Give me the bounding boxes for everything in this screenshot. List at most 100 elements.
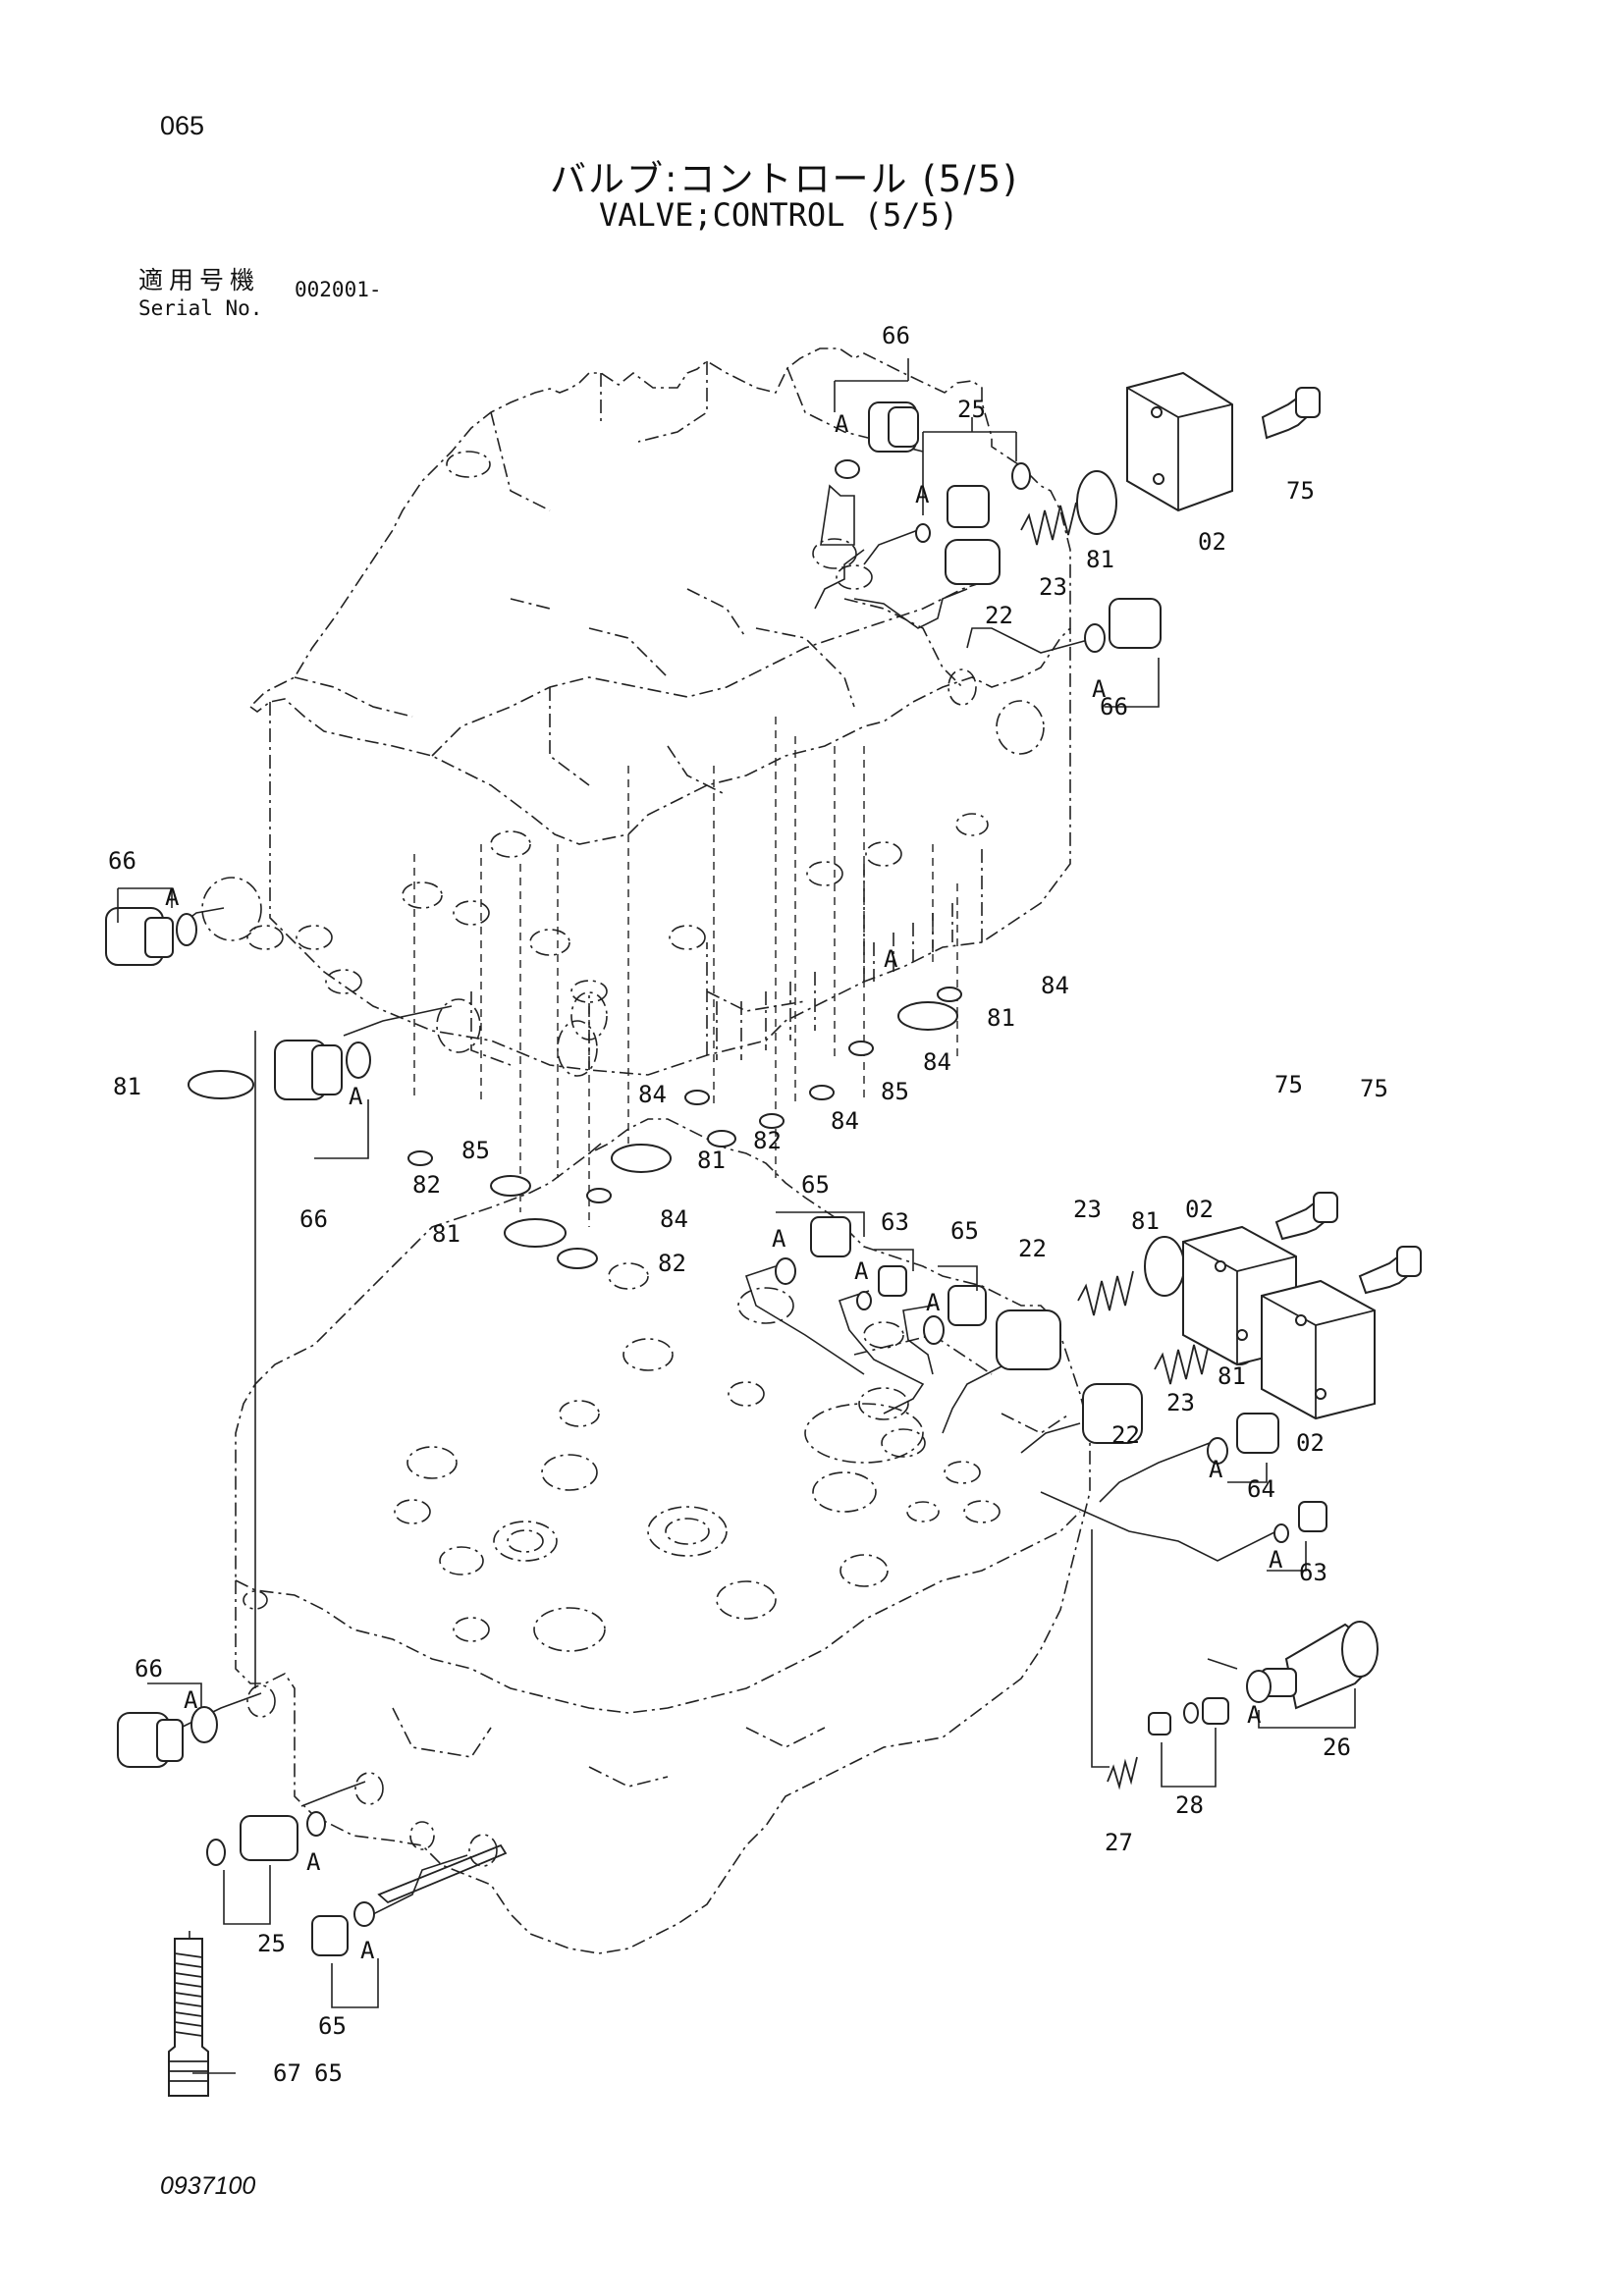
callout-23-b: 23 <box>1073 1196 1102 1223</box>
callout-81-left: 81 <box>113 1073 141 1100</box>
hidden-axis-lines <box>413 717 958 1227</box>
callout-81-c: 81 <box>697 1147 726 1174</box>
callout-85-b: 85 <box>461 1137 490 1164</box>
callout-labels: 66 25 02 75 81 23 22 66 66 84 81 81 84 8… <box>108 322 1388 2087</box>
marker-a: A <box>854 1257 869 1285</box>
callout-02-top: 02 <box>1198 528 1226 556</box>
callout-22-b: 22 <box>1018 1235 1047 1262</box>
o-ring-81-left <box>188 1070 254 1099</box>
spool-22-top <box>945 539 1001 585</box>
lower-right-parts <box>775 1192 1422 1790</box>
o-ring-top-66 <box>835 459 860 479</box>
callout-84-e: 84 <box>660 1205 688 1233</box>
callout-82-b: 82 <box>412 1171 441 1199</box>
marker-a: A <box>1092 675 1107 703</box>
plug-64 <box>1236 1413 1279 1454</box>
callout-23-c: 23 <box>1166 1389 1195 1416</box>
marker-a: A <box>165 883 180 911</box>
o-ring-a-markers: A A A A A A A A A A A A A A A <box>165 410 1283 1964</box>
marker-a: A <box>306 1848 321 1876</box>
page-number: 065 <box>160 111 205 140</box>
callout-64: 64 <box>1247 1475 1275 1503</box>
spring-23-lower <box>1077 1270 1134 1316</box>
spring-23-lower-b <box>1154 1339 1211 1385</box>
cover-block-02-top <box>1126 371 1233 512</box>
callout-63-a: 63 <box>881 1208 909 1236</box>
marker-a: A <box>1209 1456 1223 1483</box>
plug-63-b <box>1298 1501 1327 1532</box>
callout-84-d: 84 <box>831 1107 859 1135</box>
plug-65-a <box>810 1216 851 1257</box>
plug-65-b <box>947 1285 987 1326</box>
callout-66-left: 66 <box>108 847 136 875</box>
callout-26: 26 <box>1323 1734 1351 1761</box>
callout-25-lower: 25 <box>257 1930 286 1957</box>
callout-82-a: 82 <box>753 1127 782 1154</box>
callout-67: 67 <box>273 2059 301 2087</box>
o-ring-81-top <box>1076 470 1117 535</box>
callout-66-right: 66 <box>1100 693 1128 721</box>
callout-66-mid: 66 <box>299 1205 328 1233</box>
o-ring-81-b <box>897 1001 958 1031</box>
small-o-rings <box>407 987 962 1269</box>
poppet-28 <box>1148 1712 1171 1735</box>
marker-a: A <box>360 1937 375 1964</box>
callout-84-a: 84 <box>1041 972 1069 999</box>
o-ring-81-lower <box>1144 1236 1185 1297</box>
callout-81-d: 81 <box>432 1220 460 1248</box>
callout-02-c: 02 <box>1296 1429 1325 1457</box>
callout-65-bottom: 65 <box>314 2059 343 2087</box>
marker-a: A <box>1247 1701 1262 1729</box>
spool-22-lower-b <box>1082 1383 1143 1444</box>
title-english: VALVE;CONTROL (5/5) <box>599 196 959 234</box>
callout-27: 27 <box>1105 1829 1133 1856</box>
serial-value: 002001- <box>295 278 382 301</box>
callout-25-top: 25 <box>957 396 986 423</box>
callout-65-b: 65 <box>950 1217 979 1245</box>
callout-22-top: 22 <box>985 602 1013 629</box>
callout-65-lower: 65 <box>318 2012 347 2040</box>
leader-lines <box>176 484 1277 2042</box>
callout-85-a: 85 <box>881 1078 909 1105</box>
marker-a: A <box>835 410 849 438</box>
drawing-number: 0937100 <box>160 2172 256 2200</box>
serial-label-japanese: 適用号機 <box>138 266 261 294</box>
plug-25 <box>1011 462 1031 490</box>
upper-parts <box>835 371 1321 653</box>
callout-81-b: 81 <box>987 1004 1015 1032</box>
spring-23-top <box>1020 502 1077 546</box>
check-valve-25 <box>947 485 990 528</box>
marker-a: A <box>884 945 898 973</box>
callout-82-c: 82 <box>658 1250 686 1277</box>
serial-label-english: Serial No. <box>138 296 263 320</box>
marker-a: A <box>772 1225 786 1253</box>
callout-81-top: 81 <box>1086 546 1114 573</box>
callout-23-top: 23 <box>1039 573 1067 601</box>
callout-brackets <box>117 358 1356 2074</box>
callout-75-b: 75 <box>1274 1071 1303 1098</box>
seat-28 <box>1202 1697 1229 1725</box>
plug-66-right <box>1109 598 1162 649</box>
callout-28: 28 <box>1175 1791 1204 1819</box>
upper-valve-housing <box>201 347 1071 1077</box>
cover-block-02-lower-b <box>1261 1279 1376 1420</box>
callout-66-lower: 66 <box>135 1655 163 1682</box>
callout-66-top: 66 <box>882 322 910 349</box>
callout-65-a: 65 <box>801 1171 830 1199</box>
marker-a: A <box>926 1289 941 1316</box>
callout-84-b: 84 <box>923 1048 951 1076</box>
callout-81-g: 81 <box>1218 1362 1246 1390</box>
o-ring-81-d <box>504 1218 567 1248</box>
callout-22-c: 22 <box>1111 1421 1140 1449</box>
plug-65-lower <box>311 1915 349 1956</box>
callout-75-top: 75 <box>1286 477 1315 505</box>
callout-63-b: 63 <box>1299 1559 1327 1586</box>
marker-a: A <box>184 1686 198 1714</box>
callout-02-b: 02 <box>1185 1196 1214 1223</box>
callout-75-c: 75 <box>1360 1075 1388 1102</box>
spring-27 <box>1107 1756 1138 1790</box>
title-japanese: バルブ:コントロール (5/5) <box>550 158 1019 200</box>
marker-a: A <box>915 481 930 508</box>
check-valve-25-lower <box>240 1815 298 1861</box>
